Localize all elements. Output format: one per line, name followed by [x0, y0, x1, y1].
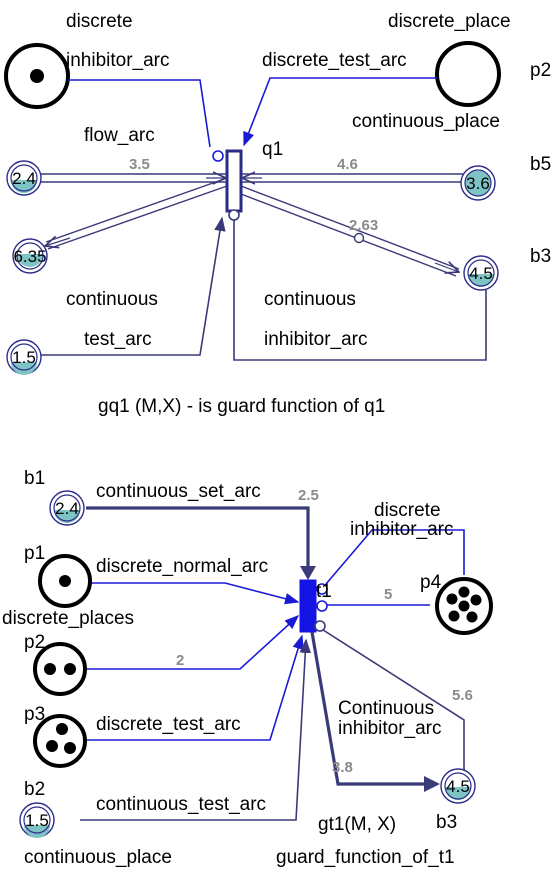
label-inhibitor-arc: inhibitor_arc: [350, 519, 454, 540]
label-inhibitor-arc-2: inhibitor_arc: [264, 329, 368, 350]
place-p1[interactable]: [38, 554, 92, 608]
place-b1[interactable]: 2.4: [49, 490, 85, 526]
place-p4[interactable]: [435, 577, 493, 635]
top-place-b5[interactable]: 3.6: [460, 165, 496, 201]
label-discrete-test-arc: discrete_test_arc: [96, 714, 241, 735]
token-6-35: 6.35: [13, 247, 46, 266]
label-continuous-inhibitor-1: Continuous: [338, 698, 434, 719]
continuous-flow-arc-b3: [310, 631, 440, 792]
continuous-test-arc: [80, 638, 312, 821]
label-p2: p2: [530, 60, 551, 81]
label-b5: b5: [530, 154, 551, 175]
label-guard: gt1(M, X): [318, 814, 396, 835]
label-continuous-inhibitor: continuous: [264, 289, 356, 310]
token-b1: 2.4: [55, 499, 79, 518]
transition-t1[interactable]: [299, 579, 317, 633]
label-p3: p3: [24, 704, 45, 725]
label-p4: p4: [420, 572, 442, 593]
token-3-6: 3.6: [466, 174, 490, 193]
place-p3[interactable]: [33, 714, 87, 768]
arc-t1-p4: [316, 600, 430, 612]
top-discrete-test-arc: [243, 77, 437, 147]
top-continuous-inhibitor-arc: [228, 209, 487, 361]
top-discrete-inhibitor-arc: [68, 79, 224, 162]
top-net: 2.4 6.35 3.6 4.5 1.5 discrete inh: [4, 11, 551, 417]
bottom-net: 2.4 1.5: [2, 468, 493, 868]
label-b3: b3: [436, 812, 457, 833]
label-b2: b2: [24, 779, 45, 800]
token-b2: 1.5: [25, 811, 49, 830]
top-continuous-test-arc: [40, 216, 226, 356]
label-flow-arc: flow_arc: [84, 125, 155, 146]
label-q1: q1: [262, 139, 283, 160]
weight-5: 5: [384, 586, 392, 603]
top-flow-arc-b5: [242, 174, 463, 182]
label-discrete-place: discrete_place: [388, 11, 511, 32]
guard-note: gq1 (M,X) - is guard function of q1: [98, 396, 385, 417]
top-flow-arc-b3: [240, 185, 459, 277]
continuous-inhibitor-arc: [314, 620, 465, 770]
label-discrete-places: discrete_places: [2, 608, 134, 629]
weight-3-8: 3.8: [332, 759, 353, 776]
label-p1: p1: [24, 543, 45, 564]
discrete-inhibitor-arc: [316, 529, 465, 595]
place-p2[interactable]: [33, 642, 87, 696]
label-test-arc: test_arc: [84, 329, 152, 350]
top-flow-arc-in: [39, 174, 226, 182]
label-inhibitor-arc: inhibitor_arc: [66, 50, 170, 71]
arc-p2-t1: [80, 615, 300, 670]
top-discrete-place[interactable]: [4, 43, 70, 109]
label-discrete-normal-arc: discrete_normal_arc: [96, 556, 268, 577]
weight-2-5: 2.5: [298, 487, 319, 504]
label-discrete: discrete: [374, 500, 441, 521]
label-b1: b1: [24, 468, 45, 489]
top-flow-arc-out: [45, 177, 228, 250]
top-place-p2[interactable]: [435, 41, 501, 107]
top-continuous-place-2[interactable]: 6.35: [12, 238, 48, 274]
place-b2[interactable]: 1.5: [19, 802, 55, 838]
weight-4-6: 4.6: [337, 156, 358, 173]
top-place-b3[interactable]: 4.5: [463, 255, 499, 291]
place-b3[interactable]: 4.5: [440, 768, 476, 804]
token-2-4: 2.4: [12, 169, 36, 188]
label-continuous-place: continuous_place: [24, 847, 172, 868]
discrete-normal-arc: [78, 582, 300, 605]
label-continuous-place: continuous_place: [352, 111, 500, 132]
continuous-set-arc: [86, 506, 316, 580]
label-p2: p2: [24, 632, 45, 653]
label-guard-function: guard_function_of_t1: [276, 847, 455, 868]
top-continuous-place-1[interactable]: 2.4: [6, 160, 42, 196]
token-4-5: 4.5: [469, 264, 493, 283]
label-discrete: discrete: [66, 11, 133, 32]
label-continuous-inhibitor-2: inhibitor_arc: [338, 718, 442, 739]
label-discrete-test-arc: discrete_test_arc: [262, 50, 407, 71]
weight-2: 2: [176, 652, 184, 669]
weight-5-6: 5.6: [452, 687, 473, 704]
transition-q1[interactable]: [225, 149, 243, 213]
top-continuous-place-3[interactable]: 1.5: [6, 339, 42, 375]
label-continuous-test-arc: continuous_test_arc: [96, 794, 266, 815]
token-b3: 4.5: [446, 777, 470, 796]
weight-2-63: 2.63: [349, 217, 378, 234]
token-1-5: 1.5: [12, 348, 36, 367]
label-continuous-set-arc: continuous_set_arc: [96, 481, 261, 502]
discrete-test-arc: [80, 634, 304, 741]
weight-3-5: 3.5: [129, 156, 150, 173]
label-t1: t1: [316, 581, 332, 602]
label-continuous-test: continuous: [66, 289, 158, 310]
label-b3: b3: [530, 246, 551, 267]
